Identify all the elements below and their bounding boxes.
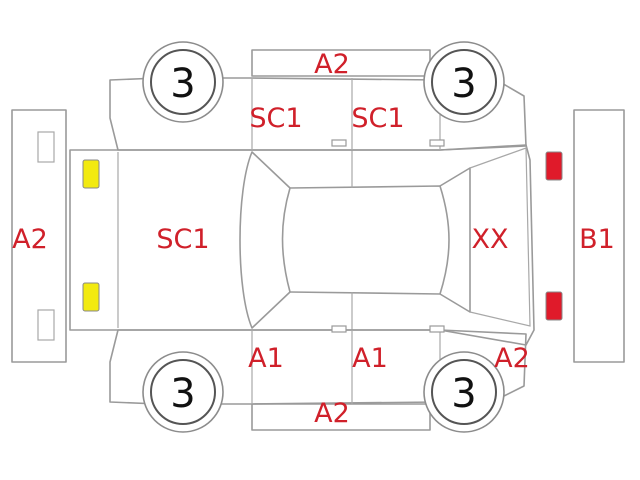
taillight-right (545, 291, 563, 321)
car-side-left (109, 49, 527, 151)
headlight-left (82, 159, 100, 189)
wheel-rear-right: 3 (423, 351, 505, 433)
wheel-rear-right-grade: 3 (451, 371, 476, 417)
code-roof-top-edge: A2 (314, 49, 350, 80)
car-body-top (69, 144, 535, 346)
code-front-door-right: A1 (248, 343, 284, 374)
code-front-door-left: SC1 (249, 103, 302, 134)
rear-bumper (573, 109, 625, 363)
code-rear-door-left: SC1 (351, 103, 404, 134)
code-rear-glass: XX (472, 224, 509, 255)
headlight-right (82, 282, 100, 312)
code-front-bumper: A2 (12, 224, 48, 255)
code-rear-quarter-right: A2 (494, 343, 530, 374)
wheel-rear-left-grade: 3 (451, 61, 476, 107)
wheel-front-right: 3 (142, 351, 224, 433)
code-rear-bumper: B1 (579, 224, 615, 255)
wheel-front-left-grade: 3 (170, 61, 195, 107)
wheel-front-right-grade: 3 (170, 371, 195, 417)
code-roof-bottom-edge: A2 (314, 398, 350, 429)
code-rear-door-right: A1 (352, 343, 388, 374)
code-hood: SC1 (156, 224, 209, 255)
taillight-left (545, 151, 563, 181)
wheel-rear-left: 3 (423, 41, 505, 123)
wheel-front-left: 3 (142, 41, 224, 123)
front-bumper (11, 109, 67, 363)
